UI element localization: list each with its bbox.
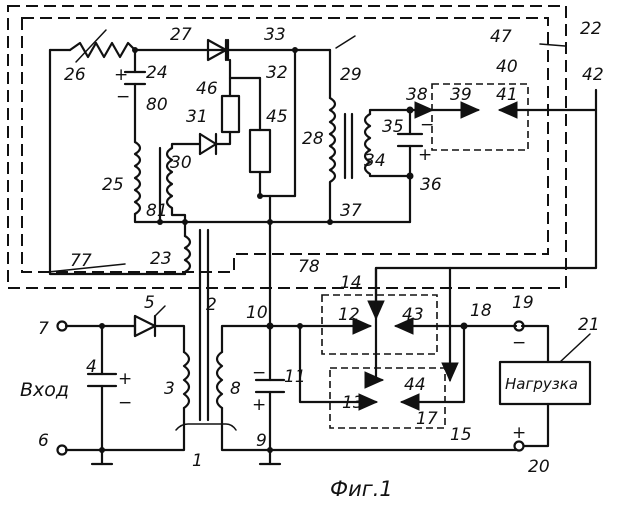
label-47: 47: [490, 27, 512, 47]
svg-text:+: +: [118, 369, 132, 389]
boundary-22: [7, 5, 567, 289]
label-77: 77: [70, 251, 92, 271]
label-81: 81: [146, 201, 168, 221]
label-17: 17: [416, 409, 438, 429]
label-15: 15: [450, 425, 472, 445]
block-15-frame: [329, 367, 446, 429]
label-19: 19: [512, 293, 534, 313]
svg-text:−: −: [118, 393, 132, 413]
label-28: 28: [302, 129, 324, 149]
label-12: 12: [338, 305, 360, 325]
label-37: 37: [340, 201, 362, 221]
label-31: 31: [186, 107, 208, 127]
label-13: 13: [342, 393, 364, 413]
label-18: 18: [470, 301, 492, 321]
label-20: 20: [528, 457, 550, 477]
block-40-frame: [431, 83, 529, 151]
label-36: 36: [420, 175, 442, 195]
control-section-wiring: [47, 29, 598, 332]
polarity-marks: + − − + + − − + − +: [114, 65, 526, 443]
label-4: 4: [86, 357, 97, 377]
svg-text:+: +: [114, 65, 128, 85]
label-24: 24: [146, 63, 168, 83]
label-21: 21: [578, 315, 600, 335]
label-26: 26: [64, 65, 86, 85]
label-39: 39: [450, 85, 472, 105]
label-8: 8: [230, 379, 241, 399]
label-3: 3: [164, 379, 175, 399]
input-label: Вход: [20, 379, 69, 401]
label-27: 27: [170, 25, 192, 45]
label-1: 1: [192, 451, 203, 471]
label-30: 30: [170, 153, 192, 173]
label-6: 6: [38, 431, 49, 451]
label-10: 10: [246, 303, 268, 323]
label-38: 38: [406, 85, 428, 105]
label-25: 25: [102, 175, 124, 195]
svg-text:−: −: [420, 115, 434, 135]
reference-numerals: 22 47 26 27 33 24 80 46 32 45 31 30 25 8…: [38, 19, 604, 477]
label-35: 35: [382, 117, 404, 137]
label-2: 2: [206, 295, 217, 315]
label-11: 11: [284, 367, 306, 387]
svg-text:−: −: [512, 333, 526, 353]
label-41: 41: [496, 85, 518, 105]
terminal-19: [513, 320, 525, 332]
label-42: 42: [582, 65, 604, 85]
label-34: 34: [364, 151, 386, 171]
load-label: Нагрузка: [505, 375, 578, 393]
figure-caption: Фиг.1: [330, 477, 393, 501]
block-14-frame: [321, 294, 438, 355]
label-23: 23: [150, 249, 172, 269]
label-43: 43: [402, 305, 424, 325]
label-80: 80: [146, 95, 168, 115]
label-33: 33: [264, 25, 286, 45]
label-45: 45: [266, 107, 288, 127]
power-section-wiring: [64, 266, 592, 466]
svg-text:+: +: [418, 145, 432, 165]
svg-text:+: +: [252, 395, 266, 415]
terminal-7: [56, 320, 68, 332]
label-46: 46: [196, 79, 218, 99]
label-44: 44: [404, 375, 426, 395]
label-22: 22: [580, 19, 602, 39]
label-7: 7: [38, 319, 49, 339]
label-14: 14: [340, 273, 362, 293]
terminal-6: [56, 444, 68, 456]
junction-dots: [99, 47, 468, 453]
svg-text:+: +: [512, 423, 526, 443]
label-78: 78: [298, 257, 320, 277]
label-5: 5: [144, 293, 155, 313]
boundary-47: [21, 17, 549, 273]
svg-text:−: −: [252, 363, 266, 383]
terminals: [56, 320, 525, 456]
label-40: 40: [496, 57, 518, 77]
terminal-20: [513, 440, 525, 452]
svg-text:−: −: [116, 87, 130, 107]
label-32: 32: [266, 63, 288, 83]
label-9: 9: [256, 431, 267, 451]
label-29: 29: [340, 65, 362, 85]
main-transformer: [175, 228, 237, 431]
